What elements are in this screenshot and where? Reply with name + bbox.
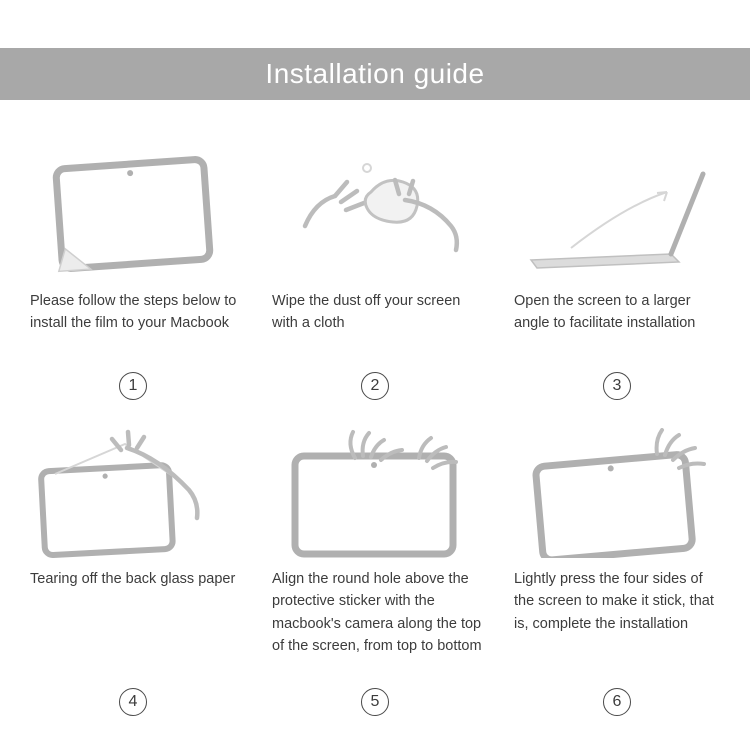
step-text-5: Align the round hole above the protectiv… (272, 571, 482, 655)
steps-grid: Please follow the steps below to install… (20, 122, 730, 716)
step-text-2: Wipe the dust off your screen with a clo… (272, 293, 461, 332)
hands-wiping-cloth-icon (302, 163, 460, 253)
step-illustration-1 (20, 122, 246, 280)
step-text-6: Lightly press the four sides of the scre… (514, 571, 714, 632)
step-number-badge-1: 1 (119, 372, 147, 400)
open-laptop-angle-icon (529, 171, 706, 269)
page-title: Installation guide (265, 58, 485, 89)
macbook-screen-film-peel-icon (52, 156, 214, 273)
hands-aligning-film-camera-icon (291, 430, 458, 558)
step-illustration-5 (262, 426, 488, 558)
step-card-4: Tearing off the back glass paper 4 (20, 426, 246, 716)
step-card-3: Open the screen to a larger angle to fac… (504, 122, 730, 400)
step-illustration-3 (504, 122, 730, 280)
step-text-4: Tearing off the back glass paper (30, 571, 236, 587)
step-number-badge-4: 4 (119, 688, 147, 716)
step-card-5: Align the round hole above the protectiv… (262, 426, 488, 716)
hands-pressing-screen-sides-icon (532, 428, 706, 558)
step-number-badge-6: 6 (603, 688, 631, 716)
hands-tearing-back-paper-icon (38, 429, 200, 558)
step-illustration-6 (504, 426, 730, 558)
step-number-badge-2: 2 (361, 372, 389, 400)
step-number-badge-3: 3 (603, 372, 631, 400)
step-illustration-2 (262, 122, 488, 280)
step-text-3: Open the screen to a larger angle to fac… (514, 293, 696, 332)
step-card-1: Please follow the steps below to install… (20, 122, 246, 400)
step-number-badge-5: 5 (361, 688, 389, 716)
step-card-6: Lightly press the four sides of the scre… (504, 426, 730, 716)
step-card-2: Wipe the dust off your screen with a clo… (262, 122, 488, 400)
step-illustration-4 (20, 426, 246, 558)
header-bar: Installation guide (0, 48, 750, 100)
step-text-1: Please follow the steps below to install… (30, 293, 237, 332)
